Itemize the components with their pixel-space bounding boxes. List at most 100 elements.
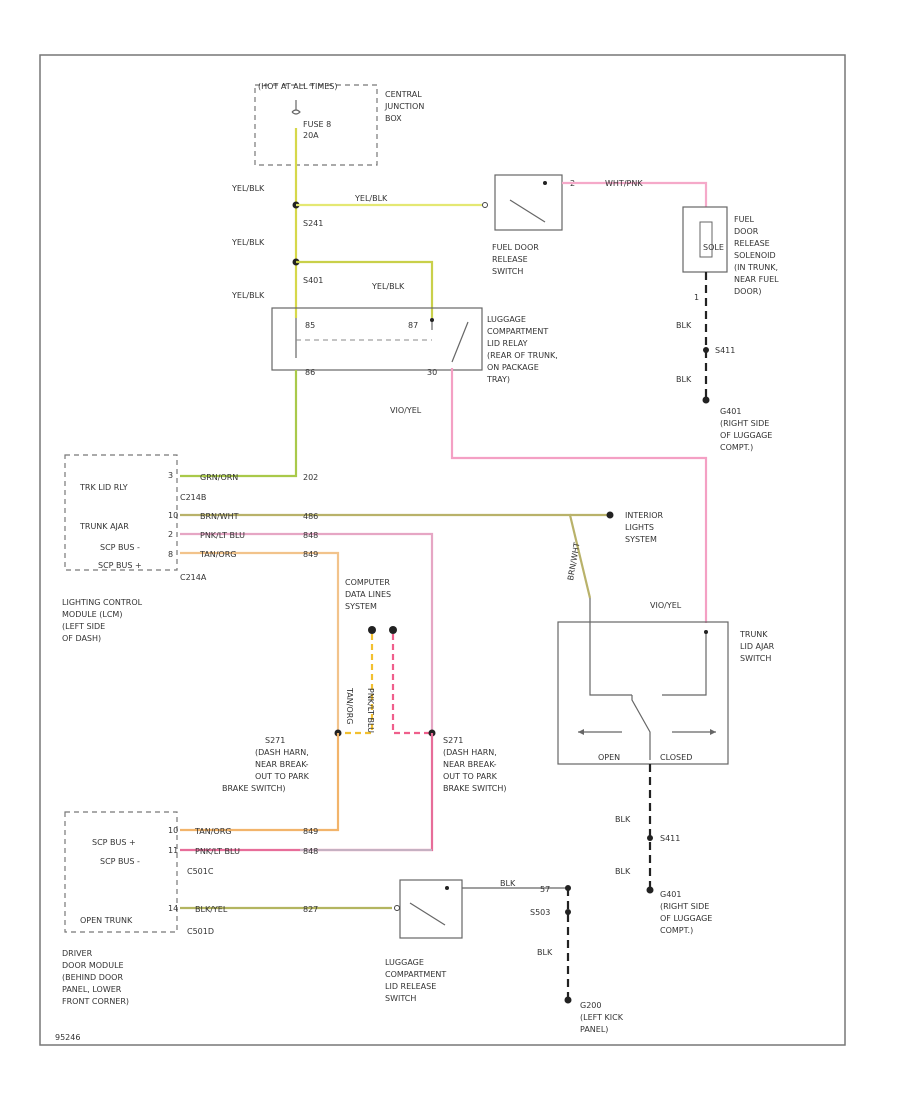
lighting-control-module: TRK LID RLY TRUNK AJAR SCP BUS - SCP BUS… [62,454,207,643]
ground-g401-b [646,886,654,894]
svg-text:(DASH HARN,: (DASH HARN, [443,748,497,757]
svg-text:S411: S411 [715,346,735,355]
svg-text:OUT TO PARK: OUT TO PARK [443,772,498,781]
svg-text:COMPT.): COMPT.) [720,443,753,452]
wire-pnkblu-datalink [391,634,432,735]
svg-text:DOOR: DOOR [734,227,759,236]
svg-text:COMPT.): COMPT.) [660,926,693,935]
svg-text:TRK LID RLY: TRK LID RLY [79,483,128,492]
wire-tanorg-ddm [180,733,340,832]
svg-text:C214B: C214B [180,493,206,502]
wire-vioyel [450,368,708,623]
wire-grnorn [180,370,298,478]
svg-text:DATA LINES: DATA LINES [345,590,391,599]
svg-text:COMPARTMENT: COMPARTMENT [385,970,446,979]
svg-text:BRAKE SWITCH): BRAKE SWITCH) [443,784,507,793]
svg-text:INTERIOR: INTERIOR [625,511,664,520]
svg-text:20A: 20A [303,131,319,140]
fuel-door-solenoid: SOLE FUEL DOOR RELEASE SOLENOID (IN TRUN… [682,206,779,296]
svg-text:VIO/YEL: VIO/YEL [390,406,422,415]
svg-text:PANEL, LOWER: PANEL, LOWER [62,985,122,994]
svg-text:S401: S401 [303,276,323,285]
svg-text:DOOR): DOOR) [734,287,761,296]
svg-text:G401: G401 [660,890,681,899]
svg-text:PNK/LT BLU: PNK/LT BLU [200,531,245,540]
svg-text:YEL/BLK: YEL/BLK [354,194,388,203]
svg-text:LID AJAR: LID AJAR [740,642,775,651]
svg-text:OPEN: OPEN [598,753,620,762]
svg-text:848: 848 [303,847,318,856]
svg-text:ON PACKAGE: ON PACKAGE [487,363,539,372]
svg-text:RELEASE: RELEASE [734,239,770,248]
splice-s271-description-left: S271 (DASH HARN, NEAR BREAK- OUT TO PARK… [222,736,310,793]
svg-text:849: 849 [303,827,318,836]
svg-text:BRN/WHT: BRN/WHT [200,512,239,521]
svg-text:S271: S271 [443,736,463,745]
svg-text:FUEL: FUEL [734,215,755,224]
svg-text:S241: S241 [303,219,323,228]
svg-text:BLK: BLK [500,879,516,888]
wire-yelblk-relay [296,260,434,318]
svg-text:57: 57 [540,885,550,894]
svg-text:11: 11 [168,846,178,855]
svg-text:(IN TRUNK,: (IN TRUNK, [734,263,778,272]
svg-text:BRN/WHT: BRN/WHT [566,542,582,582]
svg-text:SCP BUS +: SCP BUS + [92,838,136,847]
svg-text:OPEN TRUNK: OPEN TRUNK [80,916,133,925]
svg-text:PNK/LT BLU: PNK/LT BLU [366,688,375,733]
svg-text:202: 202 [303,473,318,482]
svg-text:CENTRAL: CENTRAL [385,90,422,99]
diagram-code: 95246 [55,1033,80,1042]
svg-text:G200: G200 [580,1001,601,1010]
svg-text:(HOT AT ALL TIMES): (HOT AT ALL TIMES) [258,82,337,91]
driver-door-module: SCP BUS + SCP BUS - OPEN TRUNK C501C C50… [62,811,214,1006]
svg-text:SWITCH: SWITCH [740,654,771,663]
svg-text:LIGHTS: LIGHTS [625,523,654,532]
svg-text:TRAY): TRAY) [486,375,510,384]
svg-text:(REAR OF TRUNK,: (REAR OF TRUNK, [487,351,558,360]
fuse-icon [291,100,301,115]
wire-pnkblu-lcm [180,532,434,733]
svg-text:NEAR FUEL: NEAR FUEL [734,275,779,284]
svg-text:BLK: BLK [615,867,631,876]
svg-text:PNK/LT BLU: PNK/LT BLU [195,847,240,856]
svg-text:C214A: C214A [180,573,207,582]
lid-release-switch: LUGGAGE COMPARTMENT LID RELEASE SWITCH [385,879,463,1003]
svg-text:BLK/YEL: BLK/YEL [195,905,228,914]
central-junction-box: (HOT AT ALL TIMES) FUSE 8 20A CENTRAL JU… [254,82,424,166]
svg-text:SYSTEM: SYSTEM [345,602,377,611]
svg-text:1: 1 [694,293,699,302]
svg-text:DOOR MODULE: DOOR MODULE [62,961,124,970]
svg-text:YEL/BLK: YEL/BLK [371,282,405,291]
svg-text:FUSE 8: FUSE 8 [303,120,331,129]
svg-text:(RIGHT SIDE: (RIGHT SIDE [660,902,709,911]
svg-text:MODULE (LCM): MODULE (LCM) [62,610,122,619]
svg-text:SOLENOID: SOLENOID [734,251,776,260]
svg-text:YEL/BLK: YEL/BLK [231,291,265,300]
svg-text:FRONT CORNER): FRONT CORNER) [62,997,129,1006]
svg-text:NEAR BREAK-: NEAR BREAK- [443,760,497,769]
svg-text:OF LUGGAGE: OF LUGGAGE [720,431,772,440]
svg-text:LIGHTING CONTROL: LIGHTING CONTROL [62,598,143,607]
svg-text:TRUNK AJAR: TRUNK AJAR [79,522,129,531]
svg-text:SCP BUS -: SCP BUS - [100,543,140,552]
svg-text:DRIVER: DRIVER [62,949,93,958]
svg-text:(LEFT SIDE: (LEFT SIDE [62,622,105,631]
svg-text:S411: S411 [660,834,680,843]
svg-text:S503: S503 [530,908,550,917]
svg-text:PANEL): PANEL) [580,1025,608,1034]
splice-s271-description-right: S271 (DASH HARN, NEAR BREAK- OUT TO PARK… [443,736,507,793]
fuel-door-release-switch: 2 FUEL DOOR RELEASE SWITCH [482,174,575,276]
svg-text:JUNCTION: JUNCTION [384,102,424,111]
svg-text:RELEASE: RELEASE [492,255,528,264]
svg-text:2: 2 [168,530,173,539]
svg-text:BRAKE SWITCH): BRAKE SWITCH) [222,784,286,793]
svg-text:BLK: BLK [676,321,692,330]
svg-text:LUGGAGE: LUGGAGE [385,958,424,967]
svg-text:OUT TO PARK: OUT TO PARK [255,772,310,781]
svg-text:LID RELAY: LID RELAY [487,339,528,348]
svg-text:VIO/YEL: VIO/YEL [650,601,682,610]
interior-lights-link [606,511,614,519]
svg-text:10: 10 [168,511,178,520]
